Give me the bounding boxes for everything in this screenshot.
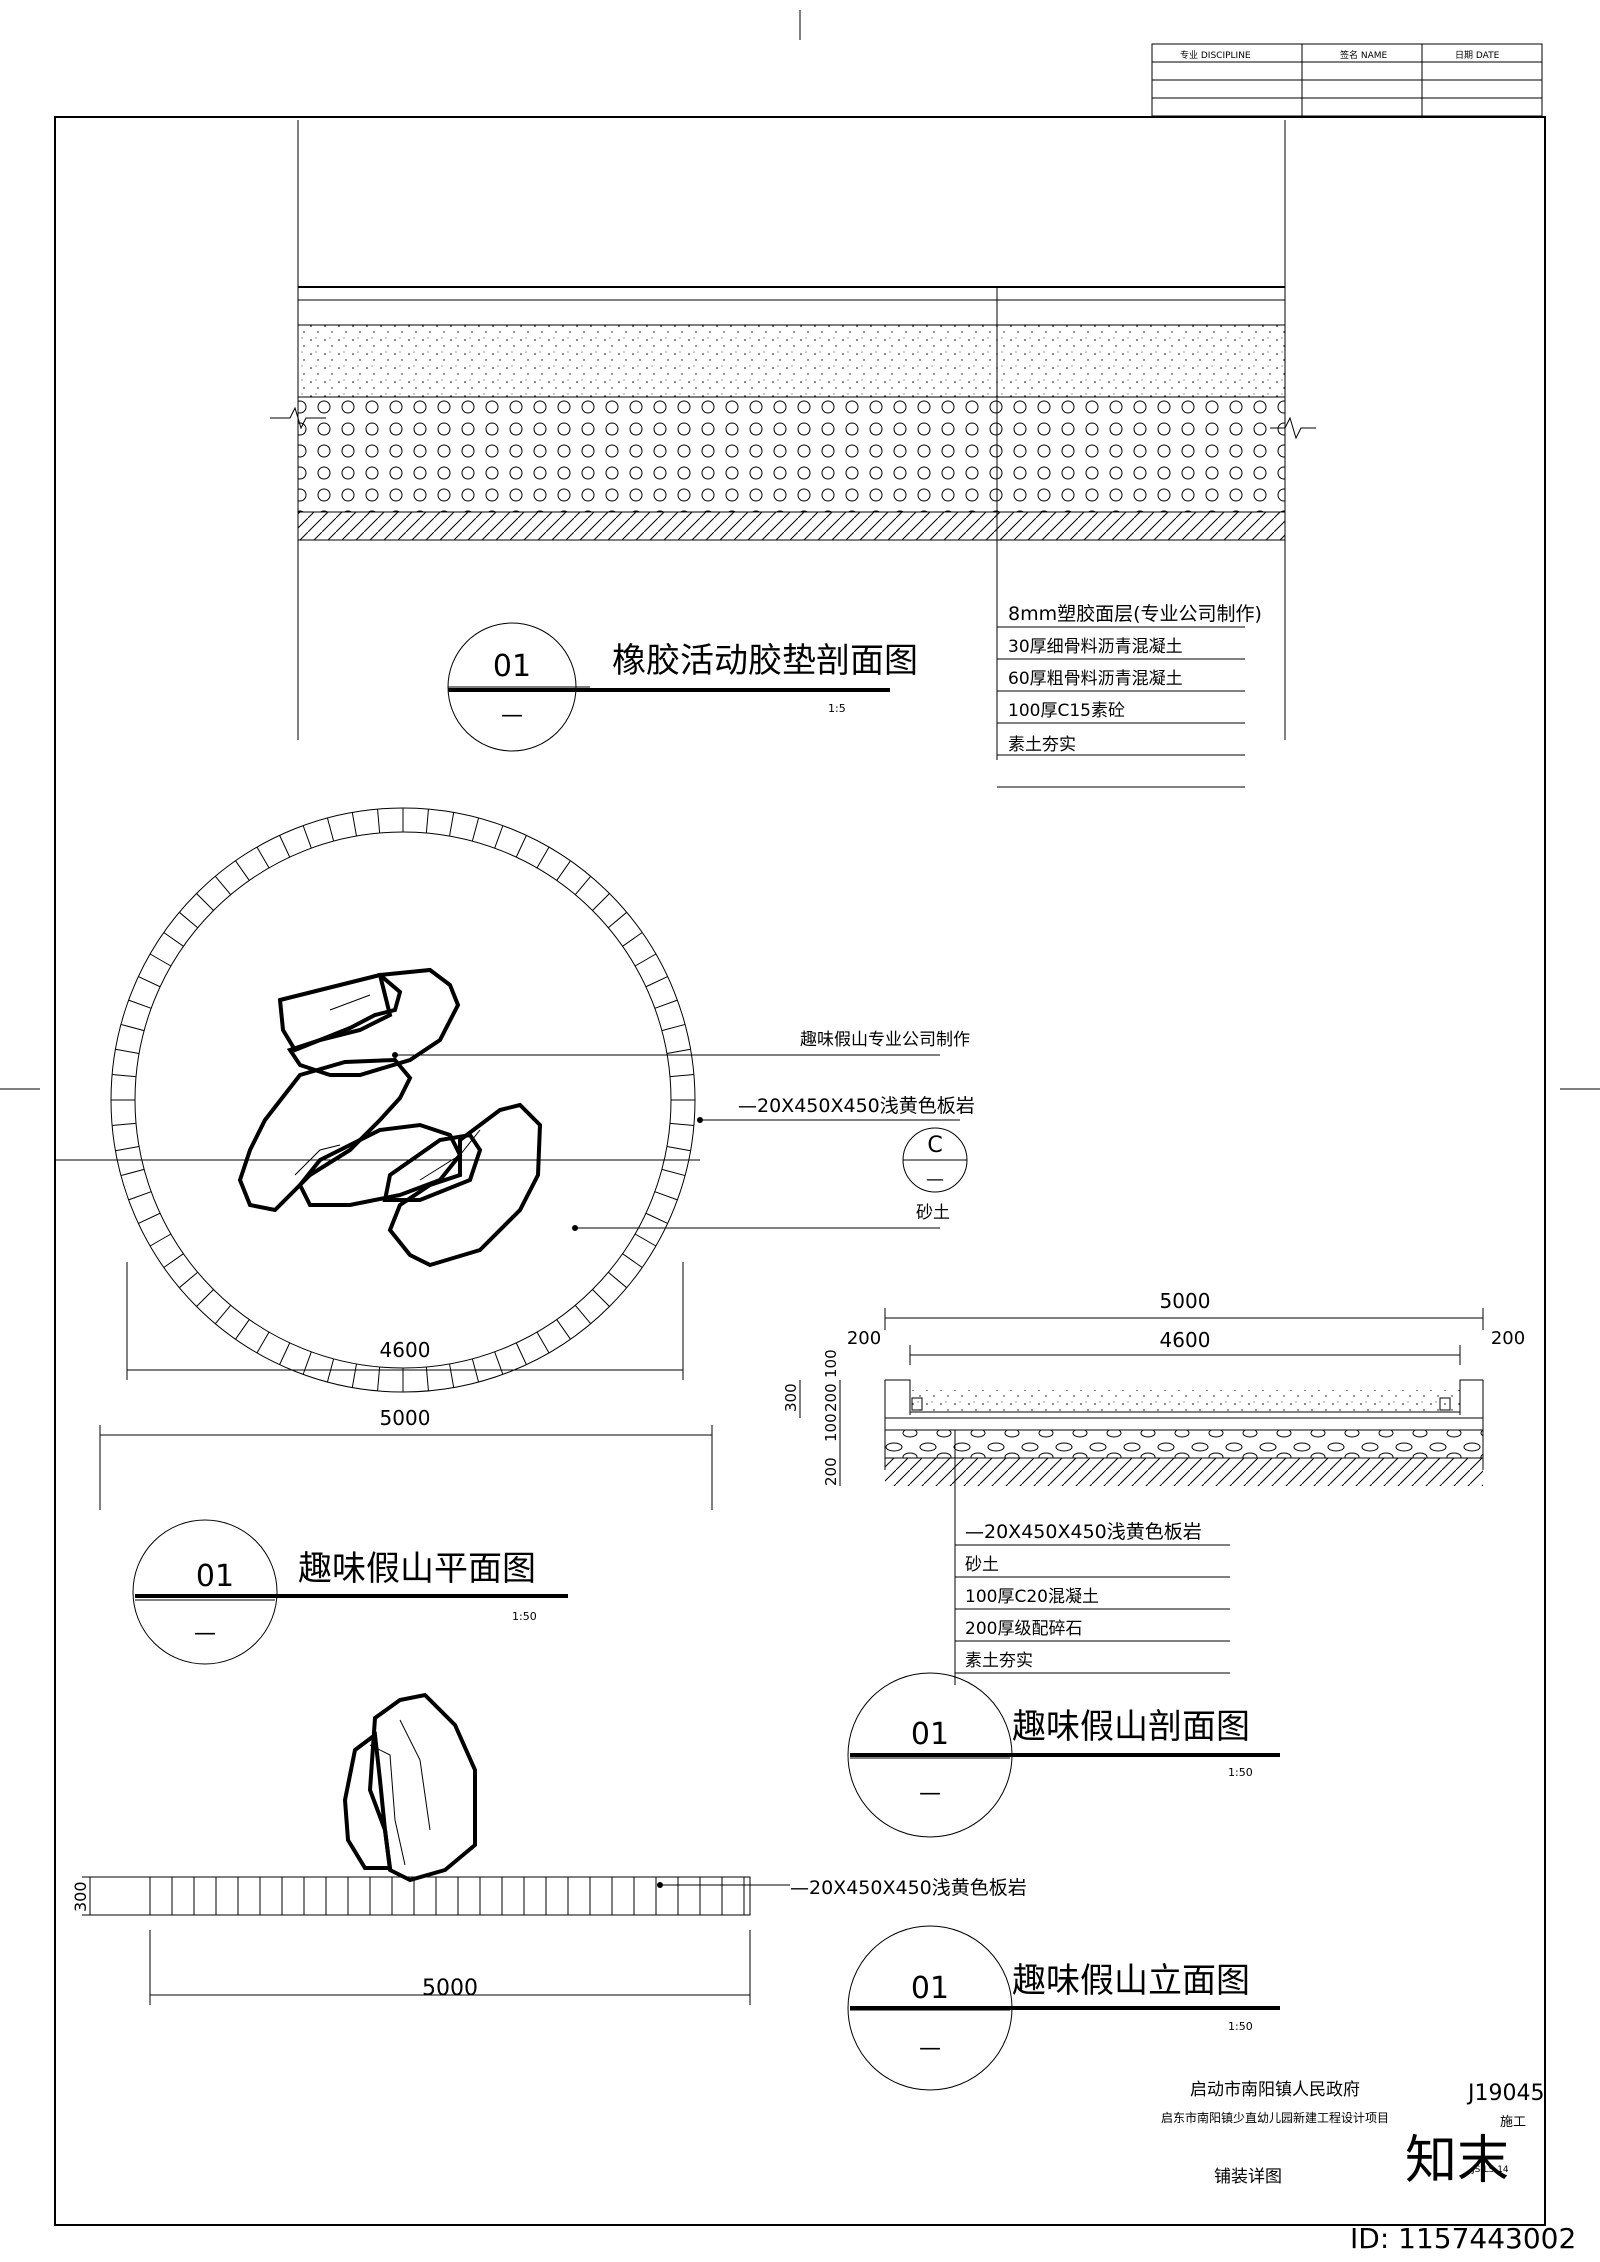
elevation-title: 趣味假山立面图 xyxy=(1012,1961,1250,2001)
title-block-col1: 专业 DISCIPLINE xyxy=(1180,49,1251,61)
drawing-frame xyxy=(54,116,1546,2226)
elevation-scale: 1:50 xyxy=(1228,2020,1253,2033)
plan-title: 趣味假山平面图 xyxy=(298,1549,536,1589)
elevation-sub: — xyxy=(919,2036,941,2061)
section2-dim-v4: 100 xyxy=(822,1413,840,1442)
elevation-number: 01 xyxy=(911,1971,949,2006)
plan-scale: 1:50 xyxy=(512,1610,537,1623)
footer-sub2: JS-LS 14 xyxy=(1471,2165,1509,2175)
section2-dim-left: 200 xyxy=(847,1328,881,1349)
section2-dim-right: 200 xyxy=(1491,1328,1525,1349)
plan-label-slate: —20X450X450浅黄色板岩 xyxy=(738,1095,975,1117)
section2-dim-v3: 200 xyxy=(822,1383,840,1412)
plan-title-bubble xyxy=(132,1519,568,1665)
footer-id: ID: 1157443002 xyxy=(1350,2222,1576,2255)
footer-sub1: 施工 xyxy=(1500,2115,1526,2130)
footer-project: 启东市南阳镇少直幼儿园新建工程设计项目 xyxy=(1161,2110,1389,2125)
plan-sub: — xyxy=(194,1621,216,1646)
section2-dim-mid: 4600 xyxy=(1160,1328,1211,1352)
elevation-title-bubble xyxy=(847,1925,1280,2091)
section2-layer-4: 200厚级配碎石 xyxy=(965,1619,1082,1639)
rockery-elevation xyxy=(82,1692,790,2005)
plan-number: 01 xyxy=(196,1559,234,1594)
rubber-layer-3: 60厚粗骨料沥青混凝土 xyxy=(1008,669,1183,689)
section2-number: 01 xyxy=(911,1717,949,1752)
title-block-col3: 日期 DATE xyxy=(1455,50,1500,61)
elevation-dim-h: 5000 xyxy=(422,1976,478,2001)
footer-logo: 知末 xyxy=(1405,2131,1509,2191)
footer-drawing-name: 铺装详图 xyxy=(1214,2167,1282,2187)
footer-client: 启动市南阳镇人民政府 xyxy=(1190,2080,1360,2100)
section1-scale: 1:5 xyxy=(828,702,846,715)
section2-scale: 1:50 xyxy=(1228,1766,1253,1779)
rockery-section xyxy=(799,1308,1484,1685)
plan-label-rockery: 趣味假山专业公司制作 xyxy=(800,1030,970,1050)
plan-section-mark: C xyxy=(927,1133,942,1158)
section1-number: 01 xyxy=(493,649,531,684)
section2-layer-5: 素土夯实 xyxy=(965,1651,1033,1671)
crop-marks xyxy=(0,10,1600,1090)
plan-dim-inner: 4600 xyxy=(380,1338,431,1362)
rubber-layer-1: 8mm塑胶面层(专业公司制作) xyxy=(1008,603,1262,625)
rubber-layer-5: 素土夯实 xyxy=(1008,735,1076,755)
title-block-col2: 签名 NAME xyxy=(1340,49,1388,61)
plan-dim-outer: 5000 xyxy=(380,1406,431,1430)
elevation-dim-v: 300 xyxy=(71,1881,90,1912)
plan-label-sand: 砂土 xyxy=(916,1203,950,1223)
section2-title: 趣味假山剖面图 xyxy=(1012,1707,1250,1747)
section2-sub: — xyxy=(919,1781,941,1806)
section1-title-bubble xyxy=(447,622,890,752)
plan-section-mark-sub: — xyxy=(926,1169,944,1190)
section2-dim-v5: 200 xyxy=(822,1457,840,1486)
section2-dim-v2: 300 xyxy=(782,1383,800,1412)
section2-dim-v1: 100 xyxy=(822,1349,840,1378)
section2-layer-2: 砂土 xyxy=(965,1555,999,1575)
rubber-mat-section xyxy=(270,120,1316,788)
section1-title: 橡胶活动胶垫剖面图 xyxy=(612,641,918,681)
section2-dim-top: 5000 xyxy=(1160,1289,1211,1313)
rockery-plan xyxy=(55,807,968,1510)
section1-sub: — xyxy=(501,703,523,728)
elevation-label-slate: —20X450X450浅黄色板岩 xyxy=(790,1877,1027,1899)
section2-layer-1: —20X450X450浅黄色板岩 xyxy=(965,1521,1202,1543)
section2-title-bubble xyxy=(847,1672,1280,1838)
rubber-layer-2: 30厚细骨料沥青混凝土 xyxy=(1008,637,1183,657)
footer-code: J19045 xyxy=(1466,2081,1544,2106)
section2-layer-3: 100厚C20混凝土 xyxy=(965,1587,1099,1607)
rubber-layer-4: 100厚C15素砼 xyxy=(1008,701,1125,721)
